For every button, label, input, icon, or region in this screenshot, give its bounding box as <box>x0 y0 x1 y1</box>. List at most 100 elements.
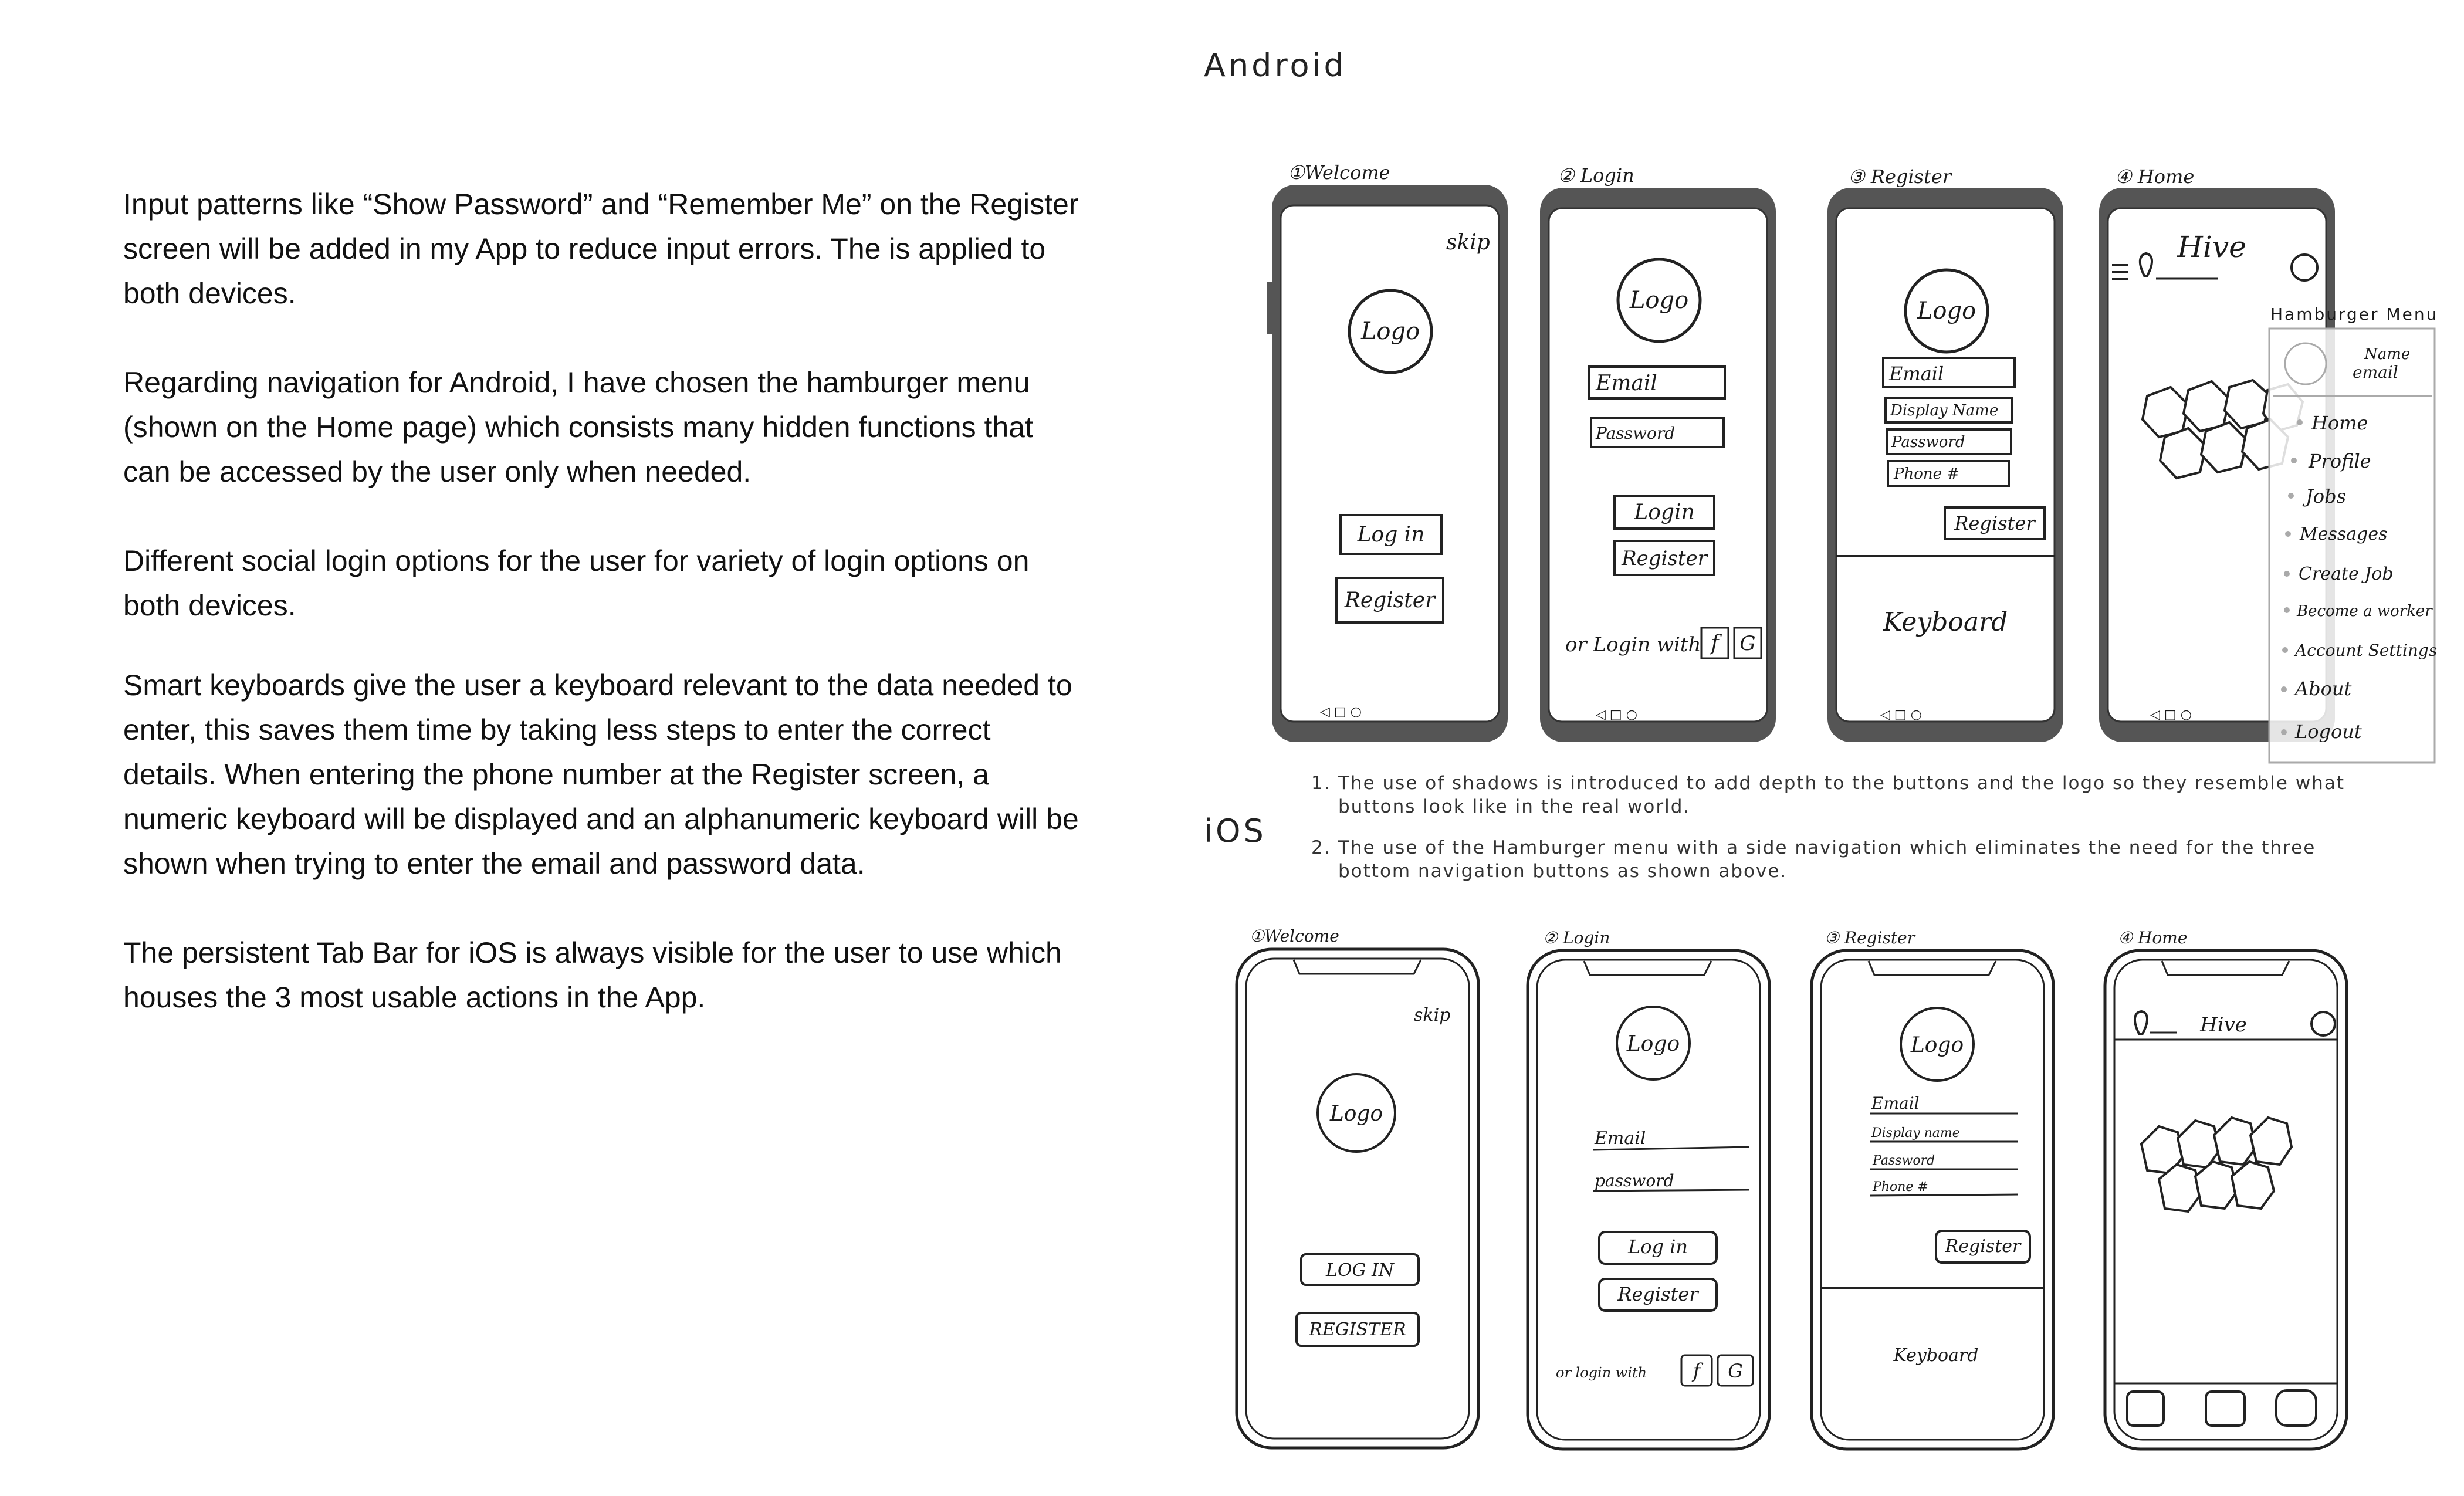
phone-screen <box>1536 959 1761 1441</box>
screen-caption: ①Welcome <box>1288 161 1390 184</box>
register-button[interactable] <box>1944 506 2046 540</box>
logo-circle <box>1316 1073 1396 1153</box>
tab-bar-item-2[interactable] <box>2205 1390 2246 1427</box>
phone-notch <box>1867 960 1997 976</box>
password-field[interactable] <box>1593 1189 1750 1192</box>
register-button[interactable] <box>1598 1278 1718 1312</box>
menu-item-jobs[interactable]: Jobs <box>2302 485 2346 507</box>
social-login-label: or Login with <box>1565 633 1701 656</box>
app-title: Hive <box>2199 1013 2247 1037</box>
email-field[interactable] <box>1588 365 1726 400</box>
logo-label: Logo <box>1629 287 1688 314</box>
google-login-button[interactable] <box>1733 627 1762 659</box>
login-button[interactable] <box>1598 1231 1718 1265</box>
menu-item-account-settings[interactable]: Account Settings <box>2293 641 2437 660</box>
hamburger-side-menu: Hamburger Menu Name email Home Profile J… <box>2268 304 2438 764</box>
profile-icon[interactable] <box>2290 253 2319 282</box>
password-field-label: Password <box>1891 434 1965 451</box>
email-field[interactable] <box>1882 357 2016 388</box>
register-button-label: REGISTER <box>1308 1319 1406 1340</box>
register-button[interactable] <box>1335 577 1444 624</box>
bullet <box>2281 729 2287 735</box>
register-button[interactable] <box>1295 1312 1420 1347</box>
menu-item-profile[interactable]: Profile <box>2308 450 2371 472</box>
android-nav-icons[interactable]: ◁ □ ○ <box>2150 708 2192 722</box>
phone-notch <box>2161 960 2290 976</box>
note-number: 1. <box>1311 773 1331 794</box>
register-button-label: Register <box>1617 1283 1699 1305</box>
login-button-label: Log in <box>1357 523 1425 547</box>
tab-bar-item-1[interactable] <box>2126 1390 2165 1427</box>
phone-screen <box>1280 204 1500 723</box>
bullet <box>2281 686 2287 692</box>
login-button-label: Login <box>1633 500 1694 524</box>
password-field[interactable] <box>1590 417 1725 448</box>
avatar <box>2284 342 2327 385</box>
profile-icon[interactable] <box>2310 1011 2336 1037</box>
android-nav-icons[interactable]: ◁ □ ○ <box>1880 708 1922 722</box>
profile-email: email <box>2353 363 2398 382</box>
email-field-label: Email <box>1595 371 1657 395</box>
skip-link[interactable]: skip <box>1446 231 1490 255</box>
menu-item-about[interactable]: About <box>2293 678 2351 700</box>
screen-caption: ③ Register <box>1825 928 1916 947</box>
facebook-login-button[interactable] <box>1680 1354 1713 1387</box>
screen-caption: ④ Home <box>2118 928 2187 947</box>
screen-caption: ② Login <box>1543 928 1610 947</box>
android-back-icon[interactable]: ◁ □ ○ <box>1320 705 1362 719</box>
menu-item-become-worker[interactable]: Become a worker <box>2296 603 2433 620</box>
notes-list: 1. The use of shadows is introduced to a… <box>1311 771 2385 901</box>
display-name-field-label: Display name <box>1871 1126 1960 1140</box>
location-pin-icon[interactable] <box>2134 1010 2148 1035</box>
password-field[interactable] <box>1886 428 2012 455</box>
ios-welcome-screen: ①Welcome skip Logo LOG IN REGISTER <box>1235 926 1480 1450</box>
bullet <box>2284 571 2290 577</box>
skip-link[interactable]: skip <box>1414 1005 1450 1025</box>
google-login-button[interactable] <box>1717 1354 1754 1387</box>
note-item: 1. The use of shadows is introduced to a… <box>1311 771 2385 818</box>
login-button[interactable] <box>1613 495 1715 530</box>
login-button[interactable] <box>1300 1253 1420 1286</box>
ios-home-screen: ④ Home Hive <box>2103 928 2348 1451</box>
register-button[interactable] <box>1613 540 1715 576</box>
android-section-title: Android <box>1204 47 1347 84</box>
bullet <box>2284 607 2290 613</box>
note-number: 2. <box>1311 837 1331 858</box>
ios-login-screen: ② Login Logo Email password Log in Regis… <box>1526 928 1771 1451</box>
screen-caption: ①Welcome <box>1250 926 1339 946</box>
display-name-field[interactable] <box>1884 397 2013 424</box>
password-field-label: Password <box>1872 1153 1935 1168</box>
register-button-label: Register <box>1621 547 1708 570</box>
explanation-text: Input patterns like “Show Password” and … <box>123 182 1085 1020</box>
password-field-label: password <box>1595 1171 1674 1190</box>
menu-item-home[interactable]: Home <box>2311 412 2368 434</box>
paragraph-smart-keyboards: Smart keyboards give the user a keyboard… <box>123 669 1079 880</box>
tab-bar-item-3[interactable] <box>2275 1389 2317 1427</box>
facebook-login-button[interactable] <box>1700 627 1729 659</box>
email-field-label: Email <box>1594 1128 1646 1149</box>
logo-label: Logo <box>1917 297 1976 324</box>
logo-circle <box>1904 268 1989 354</box>
menu-item-messages[interactable]: Messages <box>2299 524 2388 544</box>
location-pin-icon[interactable] <box>2138 252 2153 277</box>
display-name-field-label: Display Name <box>1890 402 1998 419</box>
android-welcome-screen: ①Welcome skip Logo Log in Register ◁ □ ○ <box>1267 161 1508 742</box>
bullet <box>2291 458 2297 463</box>
phone-field[interactable] <box>1887 460 2010 487</box>
phone-field-label: Phone # <box>1872 1180 1928 1194</box>
menu-item-create-job[interactable]: Create Job <box>2299 564 2394 584</box>
bullet <box>2297 419 2303 425</box>
hamburger-menu-title: Hamburger Menu <box>2270 304 2438 324</box>
email-field-label: Email <box>1871 1094 1920 1113</box>
phone-field[interactable] <box>1870 1193 2019 1197</box>
login-button[interactable] <box>1339 514 1443 555</box>
menu-item-logout[interactable]: Logout <box>2294 720 2362 743</box>
bullet <box>2285 531 2291 537</box>
android-nav-icons[interactable]: ◁ □ ○ <box>1596 708 1637 722</box>
hamburger-icon[interactable] <box>2112 264 2128 280</box>
logo-label: Logo <box>1910 1033 1964 1057</box>
email-field[interactable] <box>1593 1146 1750 1151</box>
paragraph-tab-bar: The persistent Tab Bar for iOS is always… <box>123 936 1062 1014</box>
register-button[interactable] <box>1935 1230 2031 1264</box>
